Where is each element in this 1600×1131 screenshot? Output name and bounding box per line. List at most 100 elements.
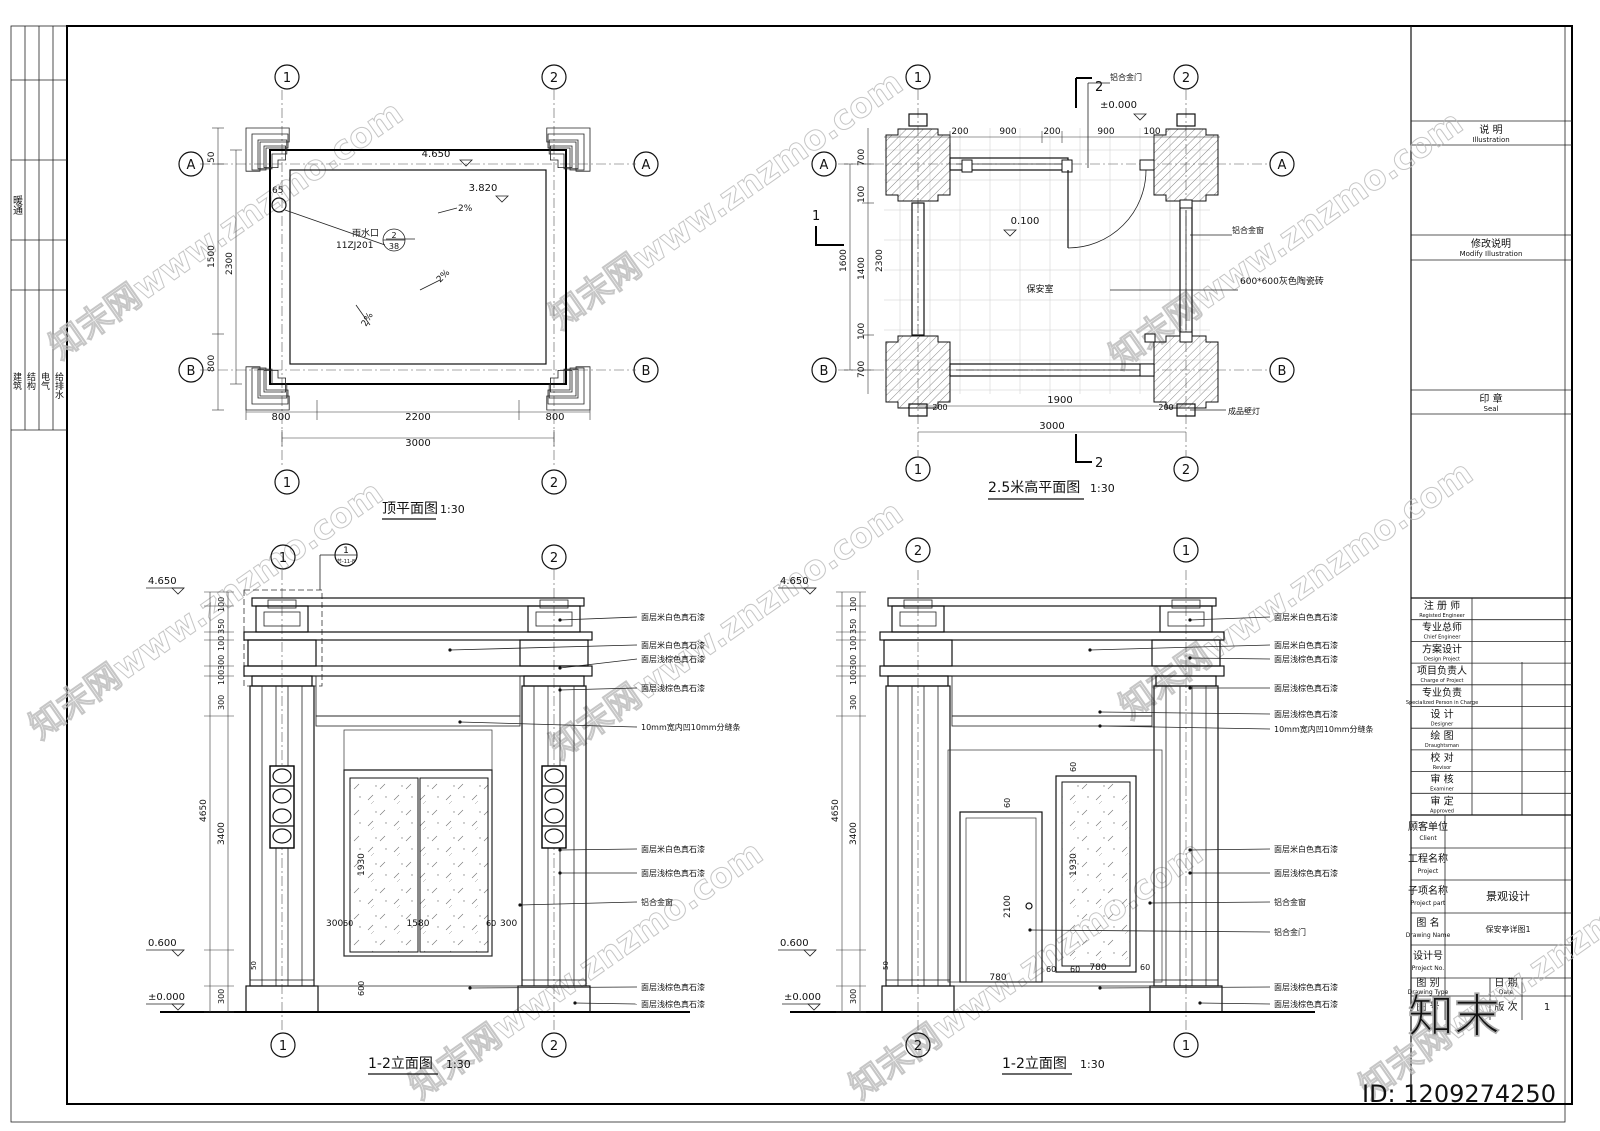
role-label-cn: 项目负责人 bbox=[1417, 664, 1467, 677]
svg-text:节-11-8: 节-11-8 bbox=[337, 559, 355, 565]
svg-text:200: 200 bbox=[932, 403, 947, 412]
svg-text:2: 2 bbox=[550, 551, 558, 566]
svg-text:1580: 1580 bbox=[407, 919, 430, 929]
watermark-brand: 知末 bbox=[1408, 989, 1500, 1043]
svg-text:300: 300 bbox=[500, 919, 517, 929]
svg-text:B: B bbox=[642, 364, 651, 379]
svg-text:60: 60 bbox=[1070, 965, 1080, 974]
wall-lamp bbox=[541, 765, 567, 849]
drawing-name-en: Drawing Name bbox=[1406, 932, 1451, 939]
material-callout: 面层米白色真石漆 bbox=[641, 612, 705, 622]
svg-text:900: 900 bbox=[999, 127, 1016, 137]
svg-text:2%: 2% bbox=[458, 204, 473, 214]
elevation-left: 1 2 1 2 1 节-11-8 4.650 0.600 ±0.000 bbox=[146, 543, 741, 1075]
svg-text:±0.000: ±0.000 bbox=[1100, 100, 1137, 111]
elevation-right-title: 1-2立面图 bbox=[1002, 1056, 1067, 1072]
elevation-left-title: 1-2立面图 bbox=[368, 1056, 433, 1072]
svg-text:300: 300 bbox=[849, 655, 858, 670]
material-callout: 面层浅棕色真石漆 bbox=[641, 999, 705, 1009]
role-label-cn: 审 定 bbox=[1430, 794, 1453, 807]
svg-text:300: 300 bbox=[217, 655, 226, 670]
project-cn: 工程名称 bbox=[1408, 852, 1448, 865]
axis-bubble: 2 1 2 1 bbox=[905, 537, 1199, 1058]
subproject-en: Project part bbox=[1411, 900, 1446, 907]
svg-text:780: 780 bbox=[1089, 963, 1106, 973]
design-no-en: Project No. bbox=[1412, 965, 1444, 972]
client-cn: 顾客单位 bbox=[1408, 820, 1448, 833]
material-callout: 面层米白色真石漆 bbox=[1274, 640, 1338, 650]
svg-text:B: B bbox=[820, 364, 829, 379]
svg-text:60: 60 bbox=[1069, 762, 1078, 772]
left-strip: 暖通 建筑 结构 电气 给排水 bbox=[11, 26, 67, 431]
svg-text:1500: 1500 bbox=[207, 245, 217, 268]
version-cn: 版 次 bbox=[1494, 1000, 1517, 1013]
floor-plan: 1 2 1 2 A A B B bbox=[811, 64, 1324, 500]
illustration-cn: 说 明 bbox=[1479, 123, 1502, 136]
svg-text:铝合金窗: 铝合金窗 bbox=[1232, 225, 1264, 235]
material-callout: 铝合金窗 bbox=[641, 897, 673, 907]
svg-text:±0.000: ±0.000 bbox=[784, 992, 821, 1003]
svg-text:2: 2 bbox=[914, 1039, 922, 1054]
svg-text:600*600灰色陶瓷砖: 600*600灰色陶瓷砖 bbox=[1240, 275, 1324, 287]
modify-en: Modify Illustration bbox=[1460, 250, 1523, 258]
strip-label-0: 建筑 bbox=[11, 371, 22, 391]
svg-text:800: 800 bbox=[271, 412, 290, 423]
svg-text:300: 300 bbox=[217, 989, 226, 1004]
svg-text:1: 1 bbox=[1182, 544, 1190, 559]
svg-text:A: A bbox=[642, 158, 651, 173]
date-en: Date bbox=[1499, 989, 1514, 996]
svg-text:38: 38 bbox=[389, 242, 399, 251]
role-label-cn: 专业负责 bbox=[1422, 686, 1462, 699]
strip-label-hvac: 暖通 bbox=[11, 194, 23, 215]
role-label-en: Registed Engineer bbox=[1419, 613, 1466, 619]
svg-text:780: 780 bbox=[989, 973, 1006, 983]
material-callout: 面层浅棕色真石漆 bbox=[1274, 683, 1338, 693]
svg-text:200: 200 bbox=[951, 127, 968, 137]
material-callout: 面层米白色真石漆 bbox=[1274, 844, 1338, 854]
svg-text:1: 1 bbox=[1182, 1039, 1190, 1054]
strip-label-3: 给排水 bbox=[53, 371, 64, 399]
svg-text:1: 1 bbox=[914, 71, 922, 86]
svg-text:A: A bbox=[820, 158, 829, 173]
svg-text:4.650: 4.650 bbox=[780, 576, 809, 587]
material-callout: 面层浅棕色真石漆 bbox=[641, 683, 705, 693]
role-label-en: Specialized Person in Charge bbox=[1406, 700, 1478, 706]
role-label-cn: 方案设计 bbox=[1422, 642, 1462, 655]
svg-text:1: 1 bbox=[812, 209, 820, 224]
svg-text:成品壁灯: 成品壁灯 bbox=[1228, 406, 1260, 416]
version-value: 1 bbox=[1544, 1002, 1550, 1013]
material-callout: 面层浅棕色真石漆 bbox=[641, 982, 705, 992]
svg-text:1600: 1600 bbox=[839, 249, 849, 272]
svg-text:300: 300 bbox=[849, 989, 858, 1004]
svg-text:4650: 4650 bbox=[831, 799, 841, 822]
svg-text:4650: 4650 bbox=[199, 799, 209, 822]
svg-text:2: 2 bbox=[914, 544, 922, 559]
sheet-no-cn: 图 号 bbox=[1416, 1001, 1439, 1013]
inner-frame bbox=[66, 25, 1573, 1105]
svg-text:800: 800 bbox=[545, 412, 564, 423]
svg-text:1: 1 bbox=[914, 463, 922, 478]
svg-text:1400: 1400 bbox=[857, 257, 867, 280]
svg-text:3400: 3400 bbox=[849, 822, 859, 845]
svg-text:A: A bbox=[187, 158, 196, 173]
project-en: Project bbox=[1418, 868, 1439, 875]
material-callout: 铝合金窗 bbox=[1274, 897, 1306, 907]
svg-text:100: 100 bbox=[849, 636, 858, 651]
drawing-name-cn: 图 名 bbox=[1416, 916, 1439, 929]
design-no-cn: 设计号 bbox=[1413, 949, 1443, 962]
drawing-name-value: 保安亭详图1 bbox=[1485, 924, 1530, 934]
svg-text:2200: 2200 bbox=[405, 412, 430, 423]
svg-text:3.820: 3.820 bbox=[469, 183, 498, 194]
svg-text:100: 100 bbox=[217, 636, 226, 651]
svg-text:1: 1 bbox=[283, 71, 291, 86]
material-callout: 面层浅棕色真石漆 bbox=[1274, 654, 1338, 664]
material-callout: 面层米白色真石漆 bbox=[641, 640, 705, 650]
svg-text:100: 100 bbox=[857, 323, 867, 340]
role-label-cn: 专业总师 bbox=[1422, 621, 1462, 634]
svg-text:200: 200 bbox=[1158, 403, 1173, 412]
seal-cn: 印 章 bbox=[1479, 392, 1502, 405]
material-callout: 面层浅棕色真石漆 bbox=[641, 654, 705, 664]
svg-text:1: 1 bbox=[279, 551, 287, 566]
roof-plan-scale: 1:30 bbox=[440, 503, 465, 516]
svg-text:900: 900 bbox=[1097, 127, 1114, 137]
